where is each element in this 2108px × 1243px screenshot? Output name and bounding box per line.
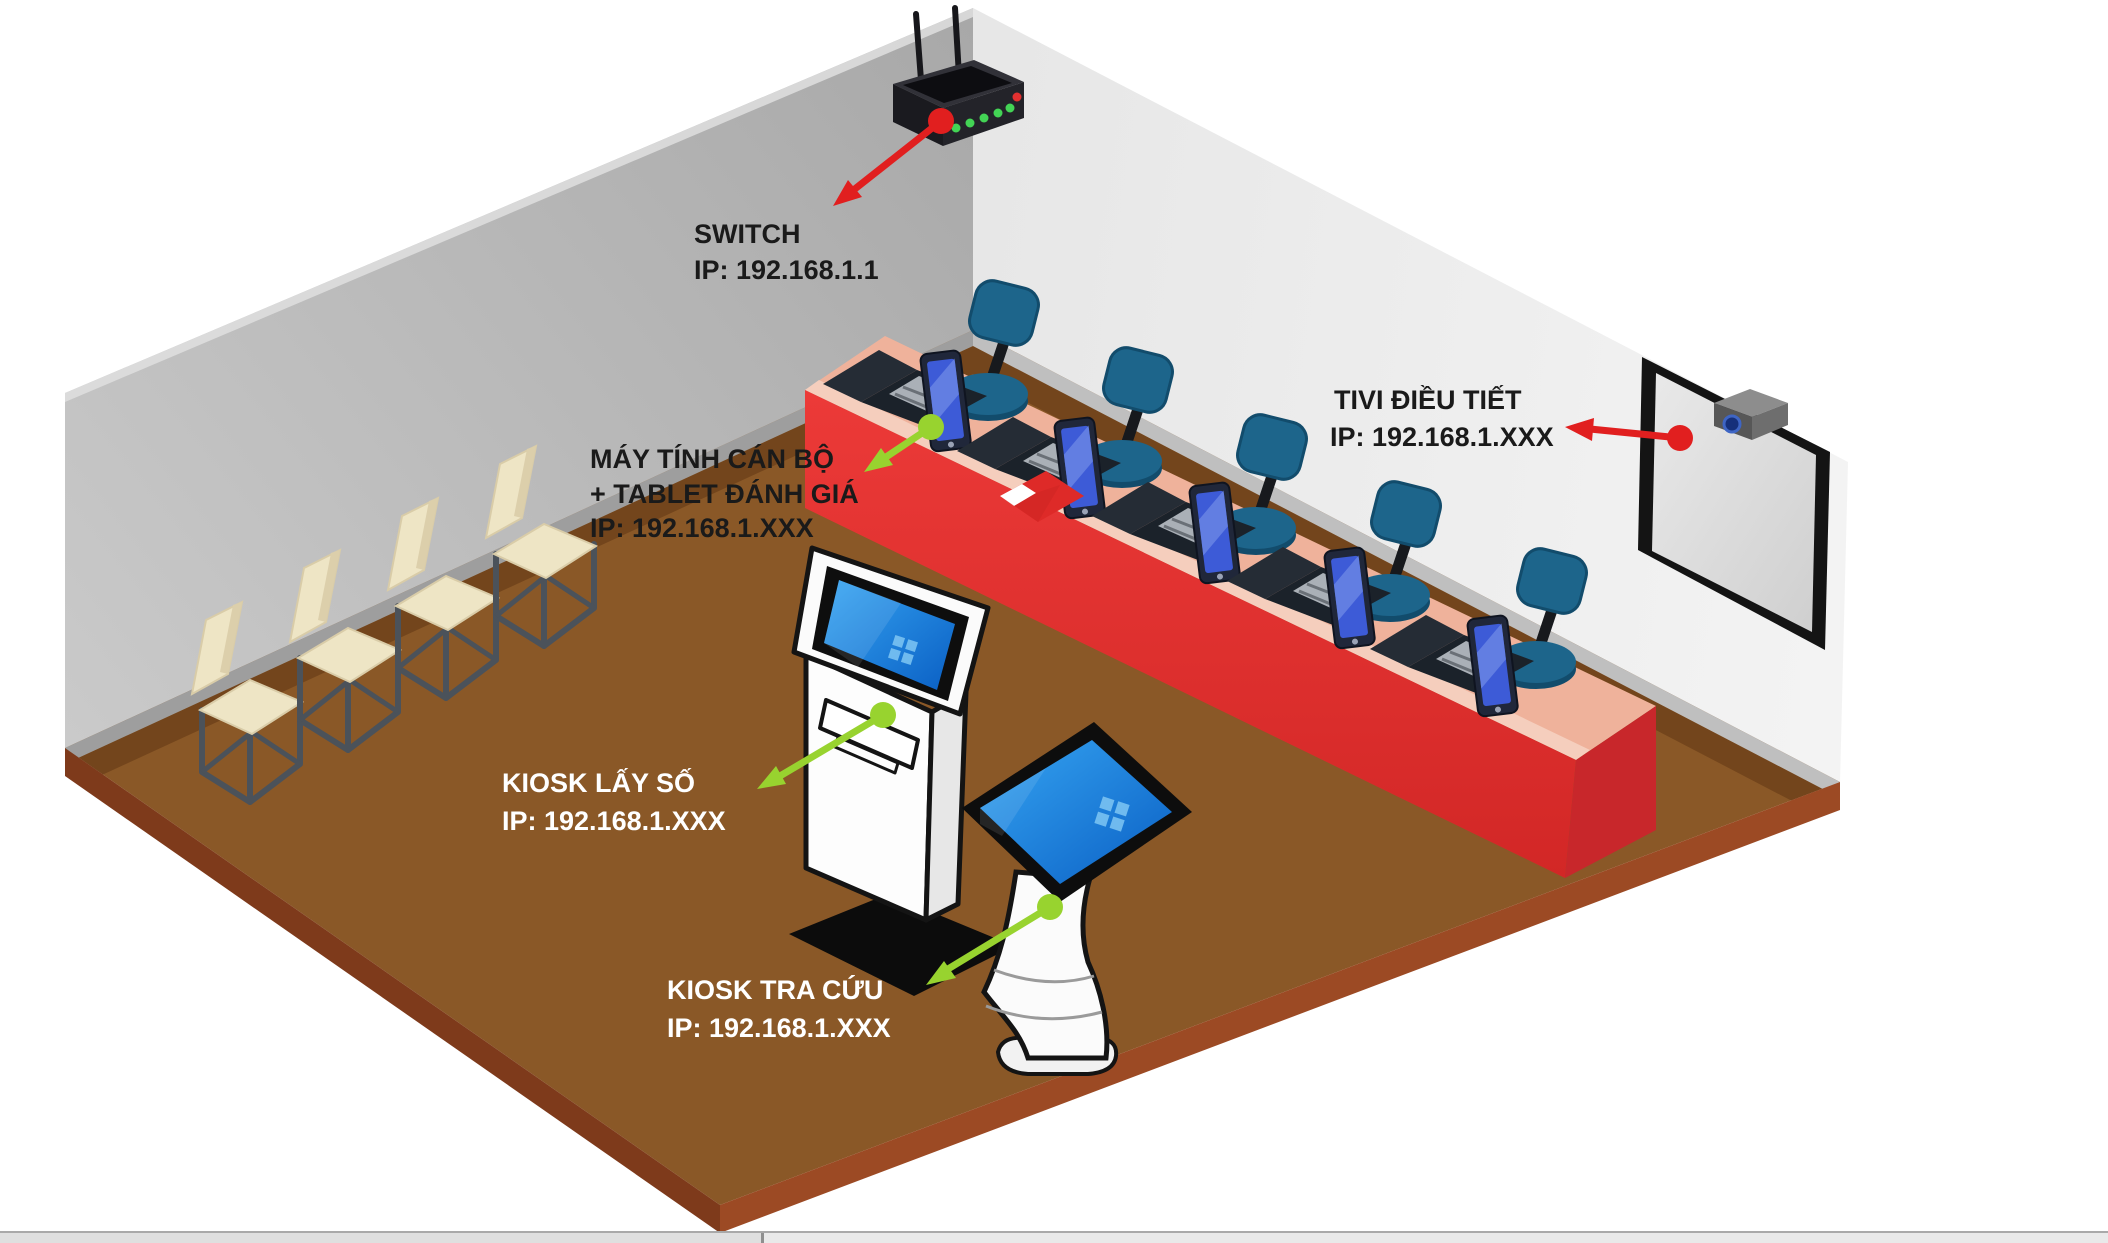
scrollbar-thumb-edge[interactable] (761, 1233, 764, 1243)
label-switch: SWITCH IP: 192.168.1.1 (694, 219, 879, 285)
label-kiosk-queue: KIOSK LẤY SỐ IP: 192.168.1.XXX (502, 766, 726, 836)
kiosk-queue-title: KIOSK LẤY SỐ (502, 766, 695, 798)
counter-end (1565, 706, 1656, 878)
arrow-staff-computer (864, 414, 944, 472)
counter-front (805, 390, 1576, 878)
kiosk-queue-base (789, 894, 1014, 996)
floor-slab-edge-left (65, 748, 720, 1233)
kiosk-lookup-screen[interactable] (980, 740, 1172, 884)
annotation-arrows (757, 108, 1693, 985)
switch-ip: IP: 192.168.1.1 (694, 255, 879, 285)
floor-slab-edge-right (720, 782, 1840, 1233)
switch-title: SWITCH (694, 219, 800, 249)
switch-top-inset (903, 66, 1012, 103)
kiosk-lookup-device (962, 722, 1192, 1076)
skirting-right (973, 330, 1840, 798)
kiosk-lookup-title: KIOSK TRA CỨU (667, 974, 883, 1005)
counter-top-highlight (805, 380, 1590, 760)
arrow-switch (833, 108, 954, 206)
horizontal-scrollbar[interactable] (0, 1231, 2108, 1243)
kiosk-queue-ip: IP: 192.168.1.XXX (502, 806, 726, 836)
left-wall-top-edge (65, 8, 973, 402)
tv-title: TIVI ĐIỀU TIẾT (1334, 384, 1522, 415)
scrollbar-thumb[interactable] (0, 1233, 763, 1243)
arrow-kiosk-lookup (926, 894, 1063, 985)
kiosk-lookup-ip: IP: 192.168.1.XXX (667, 1013, 891, 1043)
tv-screen (1652, 373, 1816, 632)
tv-ip: IP: 192.168.1.XXX (1330, 422, 1554, 452)
staff-computer-line1: MÁY TÍNH CÁN BỘ (590, 443, 834, 474)
switch-led-lights (951, 92, 1022, 133)
arrow-tv (1565, 418, 1693, 451)
kiosk-lookup-pedestal (981, 869, 1110, 1061)
label-tv: TIVI ĐIỀU TIẾT IP: 192.168.1.XXX (1330, 384, 1554, 452)
tv-camera-icon (1714, 389, 1788, 440)
staff-computer-line2: + TABLET ĐÁNH GIÁ (590, 478, 859, 509)
network-switch-device (893, 5, 1024, 146)
kiosk-queue-screen[interactable] (824, 580, 955, 690)
counter-workstations (821, 348, 1536, 719)
kiosk-queue-screen-glare (824, 580, 901, 667)
right-wall (973, 8, 1848, 782)
kiosk-queue-device (789, 545, 1014, 996)
label-staff-computer: MÁY TÍNH CÁN BỘ + TABLET ĐÁNH GIÁ IP: 19… (590, 443, 859, 543)
floor-shadow-band-left (65, 346, 973, 792)
arrow-kiosk-queue (757, 702, 896, 789)
staff-computer-ip: IP: 192.168.1.XXX (590, 513, 814, 543)
pedestal-seams (985, 968, 1103, 1021)
kiosk-lookup-screen-glare (980, 768, 1046, 836)
labels: SWITCH IP: 192.168.1.1 TIVI ĐIỀU TIẾT IP… (502, 219, 1554, 1043)
label-kiosk-lookup: KIOSK TRA CỨU IP: 192.168.1.XXX (667, 974, 891, 1043)
left-wall (65, 8, 973, 748)
kiosk-queue-body-side (923, 689, 969, 923)
red-folder (1000, 471, 1084, 522)
